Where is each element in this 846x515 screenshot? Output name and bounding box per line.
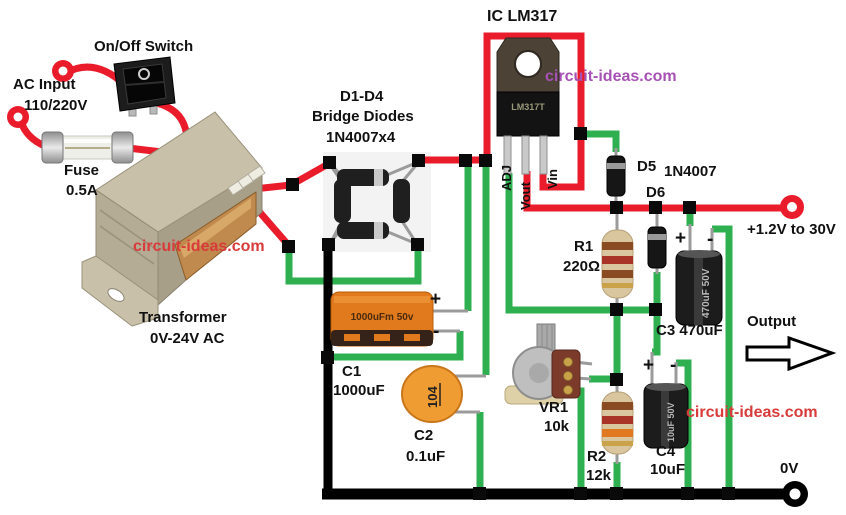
c1-value: 1000uF (333, 382, 385, 399)
wire-c1-minus-ground (330, 331, 464, 361)
terminals (7, 60, 808, 507)
d6-label: D6 (646, 184, 666, 201)
bridge-label-2: Bridge Diodes (312, 108, 414, 125)
output-voltage-label: +1.2V to 30V (747, 221, 836, 238)
c3-minus-sign: - (707, 229, 714, 250)
transformer-value: 0V-24V AC (150, 330, 225, 347)
junction-nodes (282, 127, 735, 500)
capacitor-c2: 104 (401, 365, 463, 423)
capacitor-c4: 10uF 50V (643, 383, 689, 449)
ic-lm317: LM317T ADJ Vout Vin (496, 37, 560, 210)
wire-d6-c4 (652, 272, 661, 356)
wire-c4-ground (676, 359, 692, 494)
transformer-label: Transformer (139, 309, 227, 326)
c2-value: 0.1uF (406, 448, 446, 465)
bridge-label-1: D1-D4 (340, 88, 384, 105)
pin-label-vout: Vout (518, 181, 533, 210)
c4-body-text: 10uF 50V (666, 402, 676, 442)
resistor-r2 (601, 391, 634, 455)
fuse-label: Fuse (64, 162, 100, 179)
diode-d5 (606, 155, 626, 197)
wire-vin-loop (483, 32, 585, 191)
pin-label-adj: ADJ (499, 165, 514, 191)
rocker-switch (113, 56, 176, 117)
bridge-rectifier (334, 169, 410, 239)
wire-bridge-ac-b (285, 250, 422, 285)
c2-label: C2 (414, 427, 434, 444)
vr1-value: 10k (544, 418, 570, 435)
r2-label: R2 (587, 448, 607, 465)
wire-vout-rail (523, 171, 790, 212)
ic-mounting-hole (514, 50, 542, 78)
ic-label: IC LM317 (487, 8, 558, 25)
c2-code-text: 104 (425, 386, 440, 408)
switch-label: On/Off Switch (94, 38, 194, 55)
c1-minus-sign: - (433, 321, 440, 342)
capacitor-c1: 1000uFm 50v (330, 291, 434, 347)
ic-package-text: LM317T (511, 102, 545, 112)
c4-minus-sign: - (670, 355, 677, 376)
fuse (41, 131, 134, 164)
r2-value: 12k (586, 467, 612, 484)
ic-pins (503, 135, 548, 175)
c3-body-text: 470uF 50V (701, 268, 712, 318)
c1-plus-sign: + (430, 289, 442, 310)
c4-plus-sign: + (643, 355, 655, 376)
wire-vr1-ground (575, 387, 585, 494)
ac-voltage-label: 110/220V (24, 97, 88, 114)
c3-plus-sign: + (675, 228, 687, 249)
zero-volt-label: 0V (780, 460, 799, 477)
d5-part-label: 1N4007 (664, 163, 717, 180)
ac-input-label: AC Input (13, 76, 76, 93)
fuse-value: 0.5A (66, 182, 98, 199)
d5-label: D5 (637, 158, 657, 175)
transformer (81, 111, 266, 327)
watermark-top: circuit-ideas.com (545, 68, 677, 85)
resistor-r1 (601, 229, 634, 299)
output-arrow-icon (745, 335, 837, 372)
watermark-right: circuit-ideas.com (686, 404, 818, 421)
wire-d5-branch (581, 130, 620, 152)
c3-label: C3 470uF (656, 322, 723, 339)
r1-value: 220Ω (563, 258, 601, 275)
output-label: Output (747, 313, 797, 330)
switch-on-marking (138, 68, 150, 80)
c1-label: C1 (342, 363, 362, 380)
ground-wires (322, 248, 790, 500)
pin-label-vin: Vin (545, 169, 560, 189)
watermark-left: circuit-ideas.com (133, 238, 265, 255)
diode-d6 (647, 226, 667, 269)
ic-pin-labels: ADJ Vout Vin (499, 165, 560, 210)
c4-label: C4 (656, 443, 676, 460)
capacitor-c3: 470uF 50V (675, 250, 723, 326)
potentiometer-vr1 (504, 323, 581, 405)
c4-value: 10uF (650, 461, 686, 478)
r1-label: R1 (574, 238, 594, 255)
c1-body-text: 1000uFm 50v (351, 312, 414, 323)
wire-adj-rail (505, 173, 655, 314)
wire-c3-ground (712, 225, 733, 494)
vr1-label: VR1 (539, 399, 569, 416)
bridge-label-3: 1N4007x4 (326, 129, 396, 146)
